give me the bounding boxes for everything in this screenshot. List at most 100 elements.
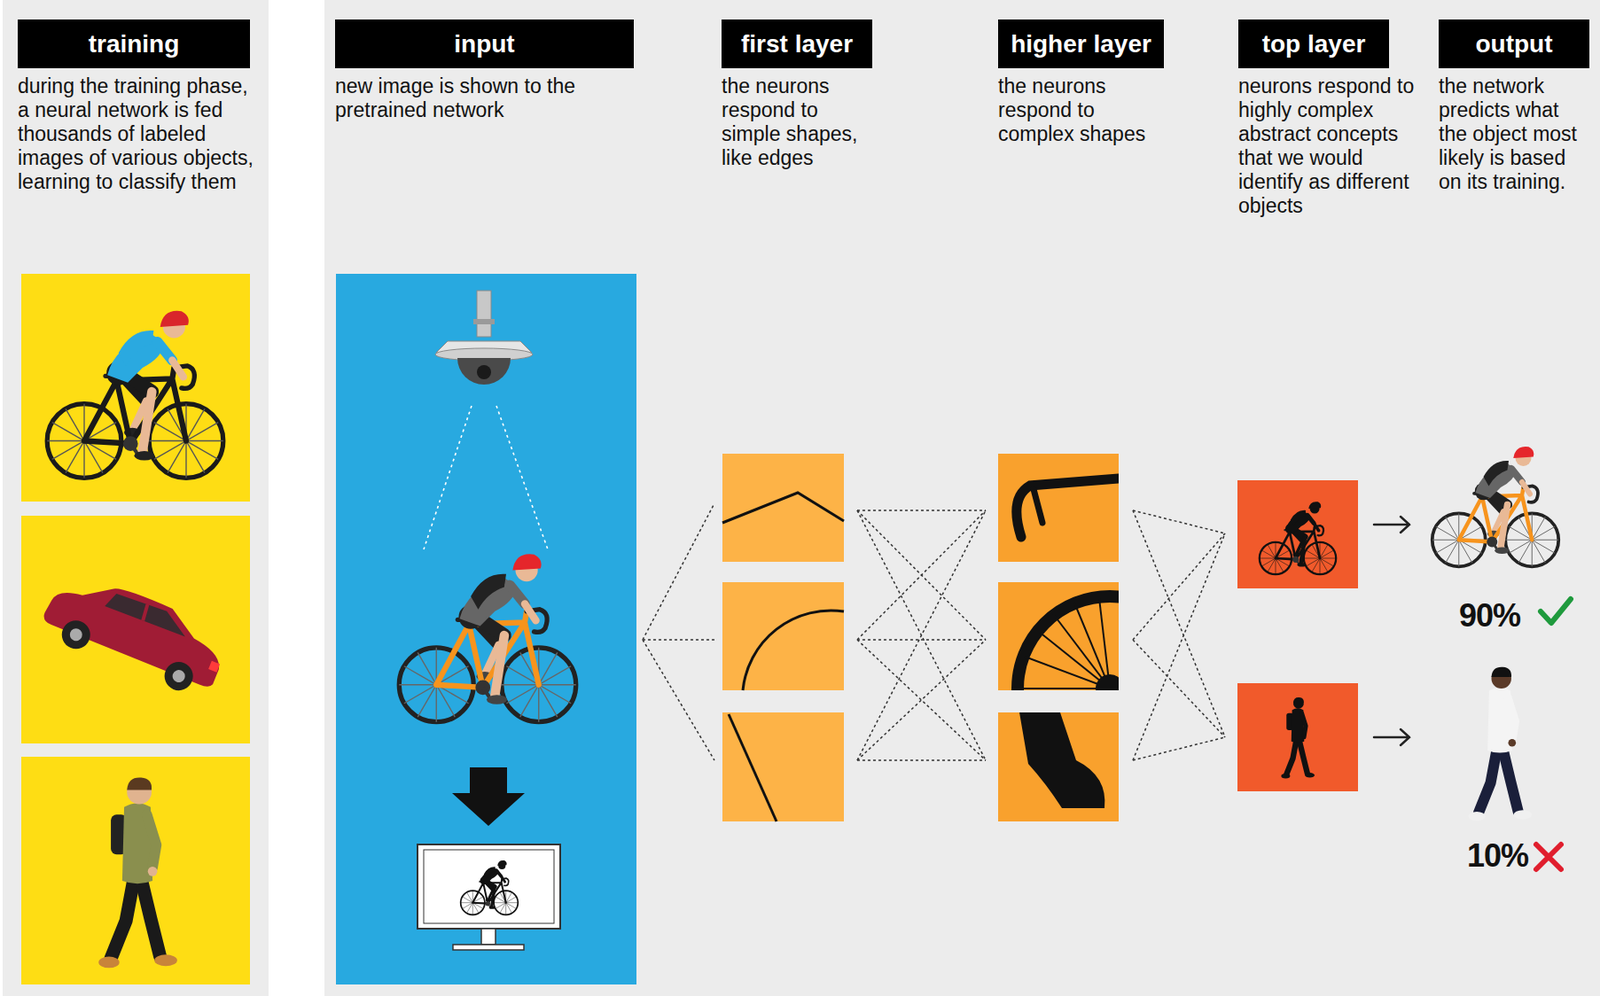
camera-icon [473,319,495,325]
network-connections [1132,510,1226,738]
camera-icon [457,358,511,385]
car-figure [160,657,198,695]
monitor-icon [417,844,561,929]
image-frame [21,757,250,985]
network-connections [642,640,715,761]
top-layer-concepts [1237,480,1359,589]
top-layer-concepts [1237,683,1359,792]
training-images [21,273,250,985]
network-connections [1132,737,1226,761]
network-connections [857,510,986,761]
first-layer-features [728,714,777,822]
cross-mark [1536,844,1561,870]
image-frame [21,273,250,502]
header-bar: output [1438,19,1590,69]
header-bar: training [17,19,250,69]
camera-icon [476,290,492,337]
cyclist-figure [398,554,577,722]
car-figure [140,604,149,621]
higher-layer-features [1016,478,1119,538]
cyclist-figure [46,311,224,479]
header-bar: higher layer [998,19,1164,69]
monitor-icon [423,850,555,924]
network-connections [857,640,986,761]
network-panel [324,0,1600,996]
header-bar: input [335,19,634,69]
network-connections [857,509,986,512]
higher-layer-features [1017,596,1119,691]
first-layer-features [722,492,844,523]
description-text: the neurons respond to simple shapes, li… [721,74,875,171]
description-text: neurons respond to highly complex abstra… [1238,74,1421,219]
network-connections [857,510,986,640]
header-text: training [88,30,180,59]
output-images [1432,446,1571,870]
network-connections [857,759,986,762]
column-header: first layer the neurons respond to simple… [721,19,875,171]
higher-layer-features [1033,627,1110,689]
top-layer-concepts [1280,697,1315,779]
car-figure [68,626,85,643]
higher-layer-features [1033,489,1043,523]
camera-view-lines [496,405,548,550]
header-text: top layer [1262,30,1366,59]
output-arrows [1373,516,1410,533]
higher-layer-features [1095,674,1119,691]
input-panel [335,273,637,985]
top-layer-concepts [1259,501,1336,575]
walker-figure [98,778,178,969]
first-layer-features [742,610,844,691]
description-text: the network predicts what the object mos… [1438,74,1592,195]
network-connections [857,640,986,761]
first-layer-features [722,582,844,691]
image-frame [21,515,250,744]
down-arrow [452,767,525,827]
camera-icon [435,290,533,385]
header-bar: first layer [721,19,873,69]
first-layer-features [722,712,844,822]
training-panel [2,0,269,996]
column-header: higher layerthe neurons respond to compl… [998,19,1164,147]
confidence-percent: 10% [1467,837,1529,875]
network-connections [1132,640,1226,738]
higher-layer-features [1019,712,1105,809]
higher-layer-features [998,712,1119,822]
header-bar: top layer [1238,19,1390,69]
description-text: new image is shown to the pretrained net… [335,74,628,123]
car-figure [208,661,220,673]
monitor-icon [481,928,496,945]
top-layer-concepts [1237,480,1359,792]
cyclist-figure [1432,446,1560,567]
column-header: output the network predicts what the obje… [1438,19,1592,195]
confidence-percent: 90% [1459,597,1521,635]
output-arrows [1373,516,1410,746]
car-figure [104,589,192,640]
check-mark [1540,599,1571,624]
camera-view-lines [423,405,548,550]
column-header: input new image is shown to the pretraine… [335,19,634,123]
input-scene [335,273,637,985]
camera-view-lines [423,405,472,550]
car-figure [171,668,188,685]
car-figure [41,564,235,690]
car-figure [36,564,235,703]
column-header: trainingduring the training phase, a neu… [17,19,256,195]
header-text: first layer [741,30,853,59]
network-connections [642,639,715,641]
higher-layer-features [1021,598,1110,689]
higher-layer-features [998,453,1119,562]
higher-layer-features [1017,596,1119,691]
network-connections [857,639,986,641]
higher-layer-features [1051,611,1110,689]
monitor-icon [417,844,561,951]
header-text: output [1475,30,1553,59]
first-layer-features [722,453,844,562]
description-text: the neurons respond to complex shapes [998,74,1151,147]
column-header: top layer neurons respond to highly compl… [1238,19,1421,219]
higher-layer-features [1019,712,1105,809]
network-connections [1132,533,1226,761]
walker-figure [1468,667,1533,822]
first-layer-features [722,453,844,822]
car-figure [57,616,95,654]
